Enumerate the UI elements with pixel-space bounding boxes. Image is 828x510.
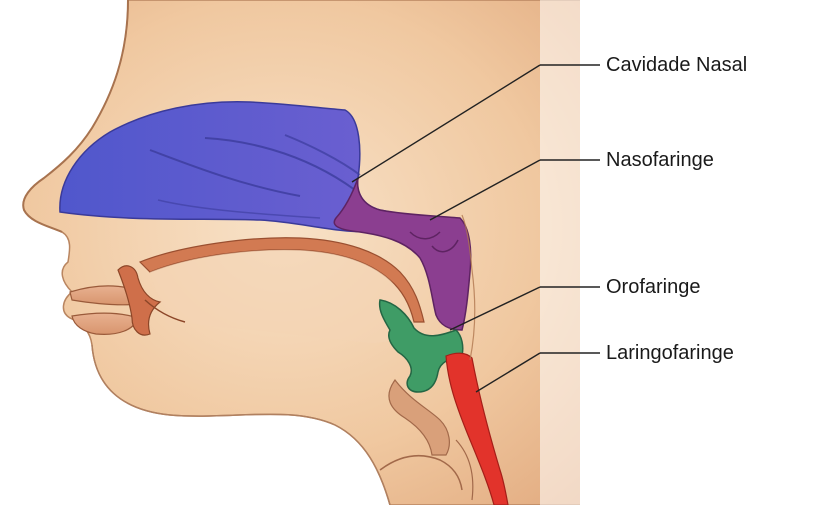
label-cavidade-nasal: Cavidade Nasal xyxy=(606,54,747,76)
label-orofaringe: Orofaringe xyxy=(606,276,701,298)
label-nasofaringe: Nasofaringe xyxy=(606,149,714,171)
label-laringofaringe: Laringofaringe xyxy=(606,342,734,364)
